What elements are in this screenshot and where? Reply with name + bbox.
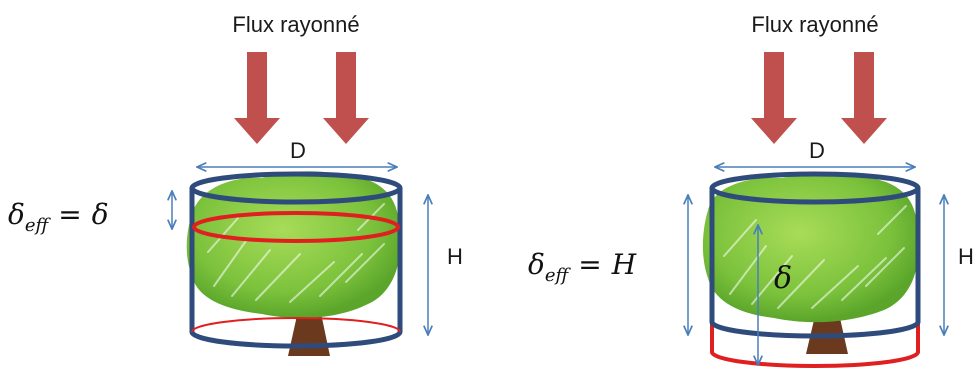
diameter-label: D — [809, 138, 825, 163]
penetration-depth-label: δ — [774, 261, 792, 296]
diameter-label: D — [290, 138, 306, 163]
cylinder-bottom-ellipse — [709, 321, 921, 339]
height-label: H — [447, 244, 463, 269]
flux-arrow — [234, 52, 280, 144]
panel-left: Flux rayonné D — [8, 12, 463, 356]
effective-depth-equation: δeff=H — [528, 248, 637, 286]
effective-depth-equation: δeff=δ — [8, 198, 109, 236]
flux-label: Flux rayonné — [751, 12, 878, 37]
flux-label: Flux rayonné — [232, 12, 359, 37]
flux-arrow — [323, 52, 369, 144]
flux-arrows — [751, 52, 887, 144]
height-label: H — [958, 244, 974, 269]
panel-right: Flux rayonné — [528, 12, 974, 368]
tree-icon — [186, 171, 400, 356]
cylinder — [189, 171, 403, 349]
flux-arrow — [751, 52, 797, 144]
cylinder-bottom-ellipse — [189, 331, 403, 349]
penetration-bottom-ellipse — [710, 351, 920, 368]
penetration-depth-ellipse — [192, 211, 400, 243]
cylinder — [709, 171, 921, 339]
flux-arrow — [841, 52, 887, 144]
flux-arrows — [234, 52, 369, 144]
